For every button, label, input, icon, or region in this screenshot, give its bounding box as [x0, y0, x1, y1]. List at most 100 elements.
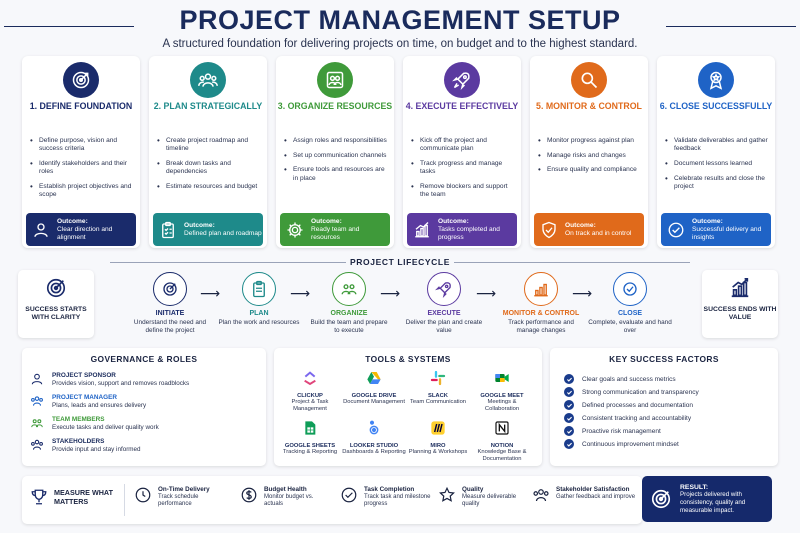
- phase-title: 4. EXECUTE EFFECTIVELY: [405, 101, 519, 111]
- metrics-divider: [124, 484, 125, 516]
- tool-desc: Document Management: [343, 399, 405, 405]
- tool-clickup: CLICKUP Project & Task Management: [278, 370, 342, 413]
- outcome-text: Defined plan and roadmap: [184, 229, 262, 237]
- target-icon: [46, 278, 66, 298]
- arrow-right-icon: ⟶: [476, 285, 497, 301]
- phase-bullets: Define purpose, vision and success crite…: [30, 137, 136, 206]
- phase-bullet: Document lessons learned: [665, 160, 771, 168]
- tool-name: LOOKER STUDIO: [349, 443, 399, 449]
- success-factors-title: KEY SUCCESS FACTORS: [609, 354, 719, 364]
- person-icon: [31, 373, 43, 385]
- lifecycle-end-box: SUCCESS ENDS WITH VALUE: [702, 270, 778, 338]
- role-name: PROJECT MANAGER: [52, 394, 117, 401]
- slack-logo-icon: [430, 370, 446, 386]
- tool-looker-studio: LOOKER STUDIO Dashboards & Reporting: [342, 420, 406, 456]
- lifecycle-step-monitor: MONITOR & CONTROL Track performance and …: [499, 272, 583, 335]
- tool-desc: Project & Task Management: [291, 399, 329, 412]
- outcome-label: Outcome:: [57, 217, 88, 225]
- people-icon: [31, 419, 43, 428]
- people-icon: [317, 62, 353, 98]
- outcome-label: Outcome:: [692, 217, 723, 225]
- phase-bullet: Create project roadmap and timeline: [157, 137, 263, 153]
- phase-bullet: Ensure quality and compliance: [538, 166, 644, 174]
- outcome-text: Tasks completed and progress: [438, 225, 500, 241]
- target-icon: [63, 62, 99, 98]
- lifecycle-step-desc: Track performance and manage changes: [508, 319, 574, 334]
- tool-name: SLACK: [428, 393, 448, 399]
- metric-name: Quality: [462, 486, 484, 493]
- award-icon: [698, 62, 734, 98]
- dollar-icon: [241, 487, 257, 503]
- tool-name: GOOGLE SHEETS: [284, 443, 336, 449]
- success-factor: Continuous improvement mindset: [564, 439, 679, 449]
- lifecycle-rule-left: [110, 262, 346, 263]
- trophy-icon: [31, 489, 47, 505]
- rocket-icon: [444, 62, 480, 98]
- check-icon: [668, 222, 684, 237]
- clickup-logo-icon: [304, 371, 316, 386]
- lifecycle-rule-right: [454, 262, 690, 263]
- person-icon: [34, 222, 48, 237]
- check-icon: [564, 374, 574, 384]
- metric-name: On-Time Delivery: [158, 486, 210, 493]
- check-icon: [613, 272, 647, 306]
- tool-desc: Team Communication: [409, 399, 467, 405]
- role-desc: Plans, leads and ensures delivery: [52, 402, 147, 409]
- success-factor: Defined processes and documentation: [564, 400, 693, 410]
- tool-name: GOOGLE MEET: [480, 393, 524, 399]
- rocket-icon: [427, 272, 461, 306]
- star-icon: [439, 486, 455, 502]
- tools-title: TOOLS & SYSTEMS: [365, 354, 451, 364]
- tool-google-drive: GOOGLE DRIVE Document Management: [342, 370, 406, 406]
- tools-panel: TOOLS & SYSTEMS CLICKUP Project & Task M…: [274, 348, 542, 466]
- tool-desc: Planning & Workshops: [408, 449, 468, 455]
- lifecycle-step-organize: ORGANIZE Build the team and prepare to e…: [307, 272, 391, 335]
- phase-title: 5. MONITOR & CONTROL: [536, 101, 642, 111]
- outcome-text: Ready team and resources: [311, 225, 360, 241]
- clipboard-icon: [242, 272, 276, 306]
- lifecycle-step-close: CLOSE Complete, evaluate and hand over: [588, 272, 672, 335]
- metric-desc: Track task and milestone progress: [364, 494, 431, 508]
- result-label: RESULT:: [680, 483, 709, 491]
- phase-title: 2. PLAN STRATEGICALLY: [153, 101, 263, 111]
- role-desc: Provides vision, support and removes roa…: [52, 380, 190, 387]
- phase-bullet: Set up communication channels: [284, 152, 390, 160]
- role-name: TEAM MEMBERS: [52, 416, 105, 423]
- metric-desc: Measure deliverable quality: [462, 494, 517, 508]
- phase-card-close: 6. CLOSE SUCCESSFULLY Validate deliverab…: [657, 56, 775, 248]
- result-box: RESULT:Projects delivered with consisten…: [642, 476, 772, 522]
- target-icon: [153, 272, 187, 306]
- phase-outcome: Outcome:Tasks completed and progress: [407, 213, 517, 246]
- notion-logo-icon: [495, 421, 509, 435]
- metric-name: Stakeholder Satisfaction: [556, 486, 630, 493]
- miro-logo-icon: [431, 421, 445, 435]
- lifecycle-step-desc: Complete, evaluate and hand over: [588, 319, 672, 334]
- page-title: PROJECT MANAGEMENT SETUP: [179, 5, 621, 35]
- header-rule-right: [666, 26, 796, 27]
- phase-card-monitor: 5. MONITOR & CONTROL Monitor progress ag…: [530, 56, 648, 248]
- phase-bullets: Kick off the project and communicate pla…: [411, 137, 517, 206]
- phase-outcome: Outcome:Successful delivery and insights: [661, 213, 771, 246]
- lifecycle-step-name: MONITOR & CONTROL: [502, 310, 580, 317]
- google-sheets-logo-icon: [305, 421, 316, 435]
- phase-title: 1. DEFINE FOUNDATION: [29, 101, 133, 111]
- phase-bullet: Define purpose, vision and success crite…: [30, 137, 136, 153]
- metric-name: Task Completion: [364, 486, 415, 493]
- target-icon: [651, 489, 671, 509]
- clock-icon: [135, 487, 151, 503]
- phase-outcome: Outcome:Ready team and resources: [280, 213, 390, 246]
- phase-bullet: Kick off the project and communicate pla…: [411, 137, 517, 153]
- check-icon: [564, 439, 574, 449]
- phase-bullet: Establish project objectives and scope: [30, 183, 136, 199]
- success-factor-text: Defined processes and documentation: [582, 401, 693, 409]
- check-icon: [564, 400, 574, 410]
- shield-icon: [542, 221, 556, 238]
- page-subtitle: A structured foundation for delivering p…: [162, 38, 638, 50]
- check-circle-icon: [341, 487, 357, 503]
- lifecycle-step-name: ORGANIZE: [330, 310, 368, 317]
